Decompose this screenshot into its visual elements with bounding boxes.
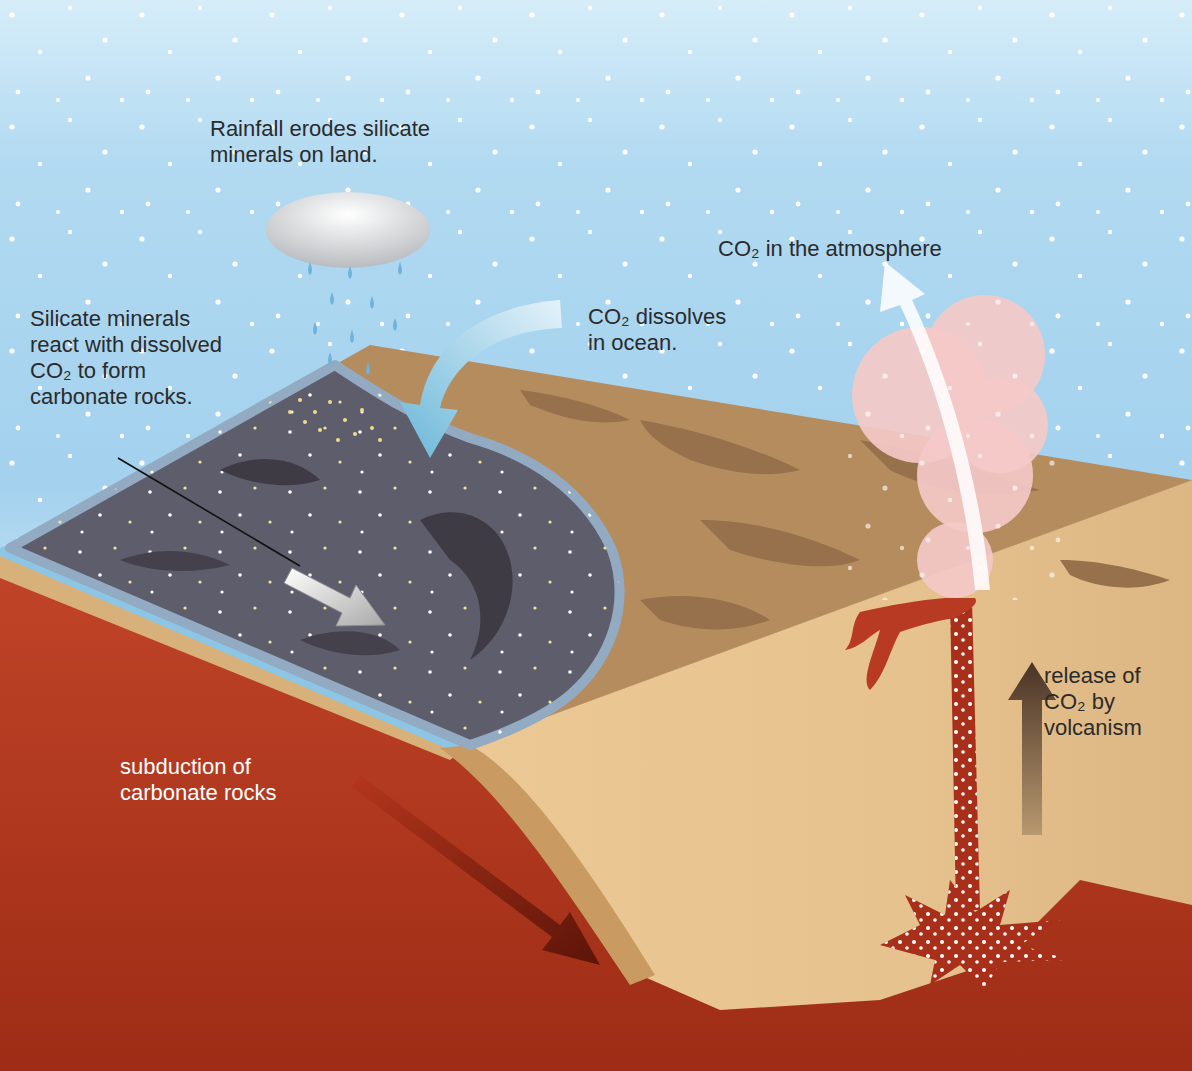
- ocean-streak: [300, 631, 400, 655]
- raindrops: [308, 262, 402, 375]
- conduit-dots: [950, 600, 980, 910]
- callout-text: CO₂ dissolves in ocean.: [588, 304, 748, 356]
- callout-text: CO₂ in the atmosphere: [718, 236, 942, 262]
- ocean-streak: [220, 459, 320, 485]
- conduit: [950, 600, 980, 910]
- silicate-arrow: [284, 568, 385, 626]
- ocean-streak: [420, 512, 513, 660]
- ocean-dots: [10, 365, 620, 745]
- lava-flow: [845, 598, 976, 690]
- subduction-arrow: [352, 775, 600, 965]
- leader-line: [118, 458, 300, 566]
- cloud: [266, 192, 430, 268]
- land-streak: [1060, 560, 1170, 588]
- callout-text: release of CO₂ by volcanism: [1044, 663, 1172, 741]
- land-streak: [700, 520, 860, 566]
- ocean: [10, 365, 620, 745]
- ocean-streak: [120, 551, 230, 571]
- atmosphere-arrow: [880, 262, 990, 590]
- callout-text: Silicate minerals react with dissolved C…: [30, 306, 242, 410]
- land-streak: [640, 596, 770, 629]
- land-streak: [640, 420, 800, 474]
- sediment: [288, 398, 382, 442]
- callout-text: subduction of carbonate rocks: [120, 754, 320, 806]
- land-streak: [520, 390, 630, 422]
- callout-text: Rainfall erodes silicate minerals on lan…: [210, 116, 472, 168]
- dissolve-arrow: [400, 300, 562, 458]
